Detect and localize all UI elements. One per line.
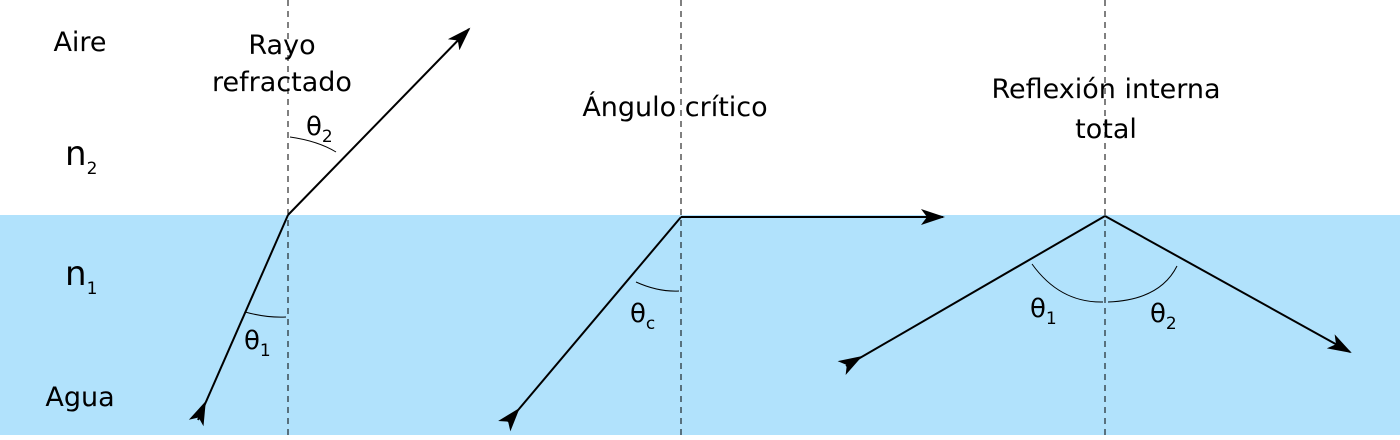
incident-ray-critical	[507, 216, 682, 423]
reflected-ray-tir	[1104, 215, 1352, 353]
refracted-ray	[287, 27, 471, 216]
refracted-title-line1: Rayo	[248, 30, 315, 61]
tir-title-line1: Reflexión interna	[991, 74, 1220, 105]
angle-arc-theta2-tir	[1107, 265, 1178, 303]
air-label: Aire	[53, 27, 106, 58]
incident-ray-1	[197, 214, 289, 421]
angle-arc-theta2-refracted	[289, 136, 337, 153]
refracted-title-line2: refractado	[212, 67, 352, 98]
water-region	[0, 215, 1400, 435]
angle-arc-theta1-tir	[1031, 263, 1104, 303]
incident-ray-tir-arrowhead	[837, 355, 863, 375]
angle-label-theta2-refracted: θ2	[306, 112, 333, 147]
angle-label-critical: θc	[630, 299, 655, 334]
critical-angle-title: Ángulo crítico	[582, 91, 767, 123]
angle-label-theta1-tir: θ1	[1030, 294, 1057, 329]
tir-title-line2: total	[1075, 114, 1137, 145]
angle-label-theta2-tir: θ2	[1150, 299, 1177, 334]
air-region	[0, 0, 1400, 215]
angle-label-theta1-incident: θ1	[244, 326, 271, 361]
angle-arc-theta1-incident	[244, 311, 287, 318]
water-label: Agua	[45, 382, 114, 413]
incident-ray-tir	[845, 215, 1106, 367]
angle-arc-critical	[635, 281, 680, 292]
water-index-n1: n1	[65, 254, 97, 299]
air-index-n2: n2	[65, 134, 97, 179]
incident-ray-critical-arrowhead	[498, 407, 520, 432]
incident-ray-1-arrowhead	[188, 401, 206, 427]
